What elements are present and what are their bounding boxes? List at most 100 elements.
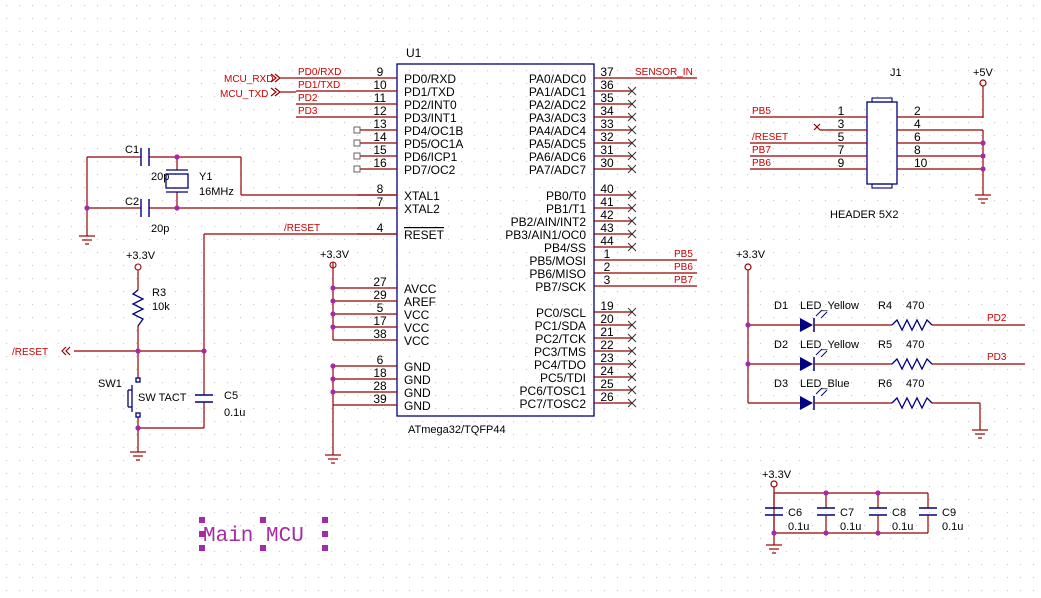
mcu-pin-number: 36 <box>600 78 614 92</box>
no-connect-mark <box>627 86 637 96</box>
mcu-pin-name: PA6/ADC6 <box>529 150 586 164</box>
mcu-pin-number: 27 <box>373 275 387 289</box>
capacitor-c7[interactable]: C70.1u <box>817 493 861 533</box>
mcu-pin-name: PD6/ICP1 <box>404 150 458 164</box>
mcu-pin-number: 37 <box>600 65 614 79</box>
mcu-pin-name: VCC <box>404 308 430 322</box>
sheet-title-frame[interactable]: Main MCU <box>199 517 328 551</box>
r3-refdes: R3 <box>152 287 166 299</box>
mcu-refdes: U1 <box>406 46 422 60</box>
led-refdes: D1 <box>774 300 788 312</box>
no-connect-pd4-pd7 <box>353 126 361 173</box>
mcu-pin-name: GND <box>404 373 431 387</box>
header-refdes: J1 <box>890 67 902 79</box>
no-connect-mark <box>627 229 637 239</box>
mcu-pin-name: PC5/TDI <box>540 371 586 385</box>
no-connect-mark <box>627 112 637 122</box>
capacitor-c6[interactable]: C6 0.1u <box>765 493 809 533</box>
no-connect-mark <box>627 203 637 213</box>
no-connect-mark <box>627 242 637 252</box>
mcu-pin-number: 31 <box>600 143 614 157</box>
net-pb6: PB6 <box>674 262 693 273</box>
capacitor-c9[interactable]: C90.1u <box>919 493 963 533</box>
no-connect-mark <box>627 190 637 200</box>
c1-value: 20p <box>151 171 169 183</box>
mcu-pin-name: AREF <box>404 295 436 309</box>
no-connect-mark <box>627 216 637 226</box>
header-pin-number: 3 <box>838 117 845 131</box>
mcu-pin-name: VCC <box>404 334 430 348</box>
header-pin-number: 2 <box>914 104 921 118</box>
decoupling-refdes: C6 <box>788 507 802 519</box>
led-power-wires <box>744 263 981 430</box>
header-pin-number: 8 <box>914 143 921 157</box>
mcu-pin-number: 9 <box>377 65 384 79</box>
ground-reset <box>130 451 146 461</box>
mcu-pin-name: PC2/TCK <box>535 332 586 346</box>
no-connect-mark <box>627 99 637 109</box>
mcu-part-name: ATmega32/TQFP44 <box>408 424 506 436</box>
sw1-refdes: SW1 <box>98 378 122 390</box>
capacitor-c5[interactable] <box>195 394 213 403</box>
mcu-pin-name: PB6/MISO <box>529 267 586 281</box>
y1-value: 16MHz <box>199 186 234 198</box>
mcu-pin-number: 15 <box>373 143 387 157</box>
vcc-reset-symbol <box>134 263 142 272</box>
net-pb7: PB7 <box>674 275 693 286</box>
mcu-pin-number: 24 <box>600 364 614 378</box>
mcu-pin-name: PD2/INT0 <box>404 98 457 112</box>
decoupling-refdes: C7 <box>840 507 854 519</box>
resistor-r3[interactable] <box>131 289 145 327</box>
mcu-pin-name: PD4/OC1B <box>404 124 463 138</box>
no-connect-mark <box>627 346 637 356</box>
header-net-label: /RESET <box>752 132 788 143</box>
resistor-value: 470 <box>906 339 924 351</box>
c2-value: 20p <box>151 223 169 235</box>
crystal-circuit <box>86 156 397 236</box>
mcu-pin-name: PB3/AIN1/OC0 <box>505 228 586 242</box>
mcu-pin-number: 41 <box>600 195 614 209</box>
switch-sw1[interactable] <box>127 377 141 418</box>
mcu-pin-number: 35 <box>600 91 614 105</box>
header-pin-number: 10 <box>914 156 928 170</box>
header-pin-number: 1 <box>838 104 845 118</box>
mcu-pin-number: 30 <box>600 156 614 170</box>
no-connect-mark <box>627 164 637 174</box>
decoupling-value: 0.1u <box>788 521 809 533</box>
decoupling-refdes: C9 <box>942 507 956 519</box>
header-pin-number: 7 <box>838 143 845 157</box>
ground-decoup <box>766 544 782 554</box>
mcu-pin-name: PC0/SCL <box>536 306 586 320</box>
led-refdes: D3 <box>774 378 788 390</box>
capacitor-c2[interactable] <box>140 199 150 217</box>
mcu-pin-number: 5 <box>377 301 384 315</box>
mcu-pin-number: 3 <box>604 273 611 287</box>
header-vcc-label: +5V <box>973 67 994 79</box>
mcu-pin-name: PA1/ADC1 <box>529 85 586 99</box>
sw1-value: SW TACT <box>138 392 187 404</box>
led-diode-icon <box>800 396 813 410</box>
vcc-mcu-symbol <box>329 261 337 269</box>
capacitor-c1[interactable] <box>140 148 150 166</box>
header-net-label: PB7 <box>752 145 771 156</box>
mcu-pin-number: 13 <box>373 117 387 131</box>
mcu-pin-number: 22 <box>600 338 614 352</box>
header-pin-number: 4 <box>914 117 921 131</box>
mcu-pin-number: 40 <box>600 182 614 196</box>
led-value: LED_Yellow <box>800 339 859 351</box>
capacitor-c8[interactable]: C80.1u <box>869 493 913 533</box>
mcu-pin-number: 16 <box>373 156 387 170</box>
crystal-y1[interactable] <box>165 169 189 193</box>
header-tab-bottom <box>871 183 893 189</box>
c2-refdes: C2 <box>125 196 139 208</box>
led-value: LED_Yellow <box>800 300 859 312</box>
net-reset-wire: /RESET <box>284 223 320 234</box>
decoupling-value: 0.1u <box>892 521 913 533</box>
header-pin-number: 6 <box>914 130 921 144</box>
